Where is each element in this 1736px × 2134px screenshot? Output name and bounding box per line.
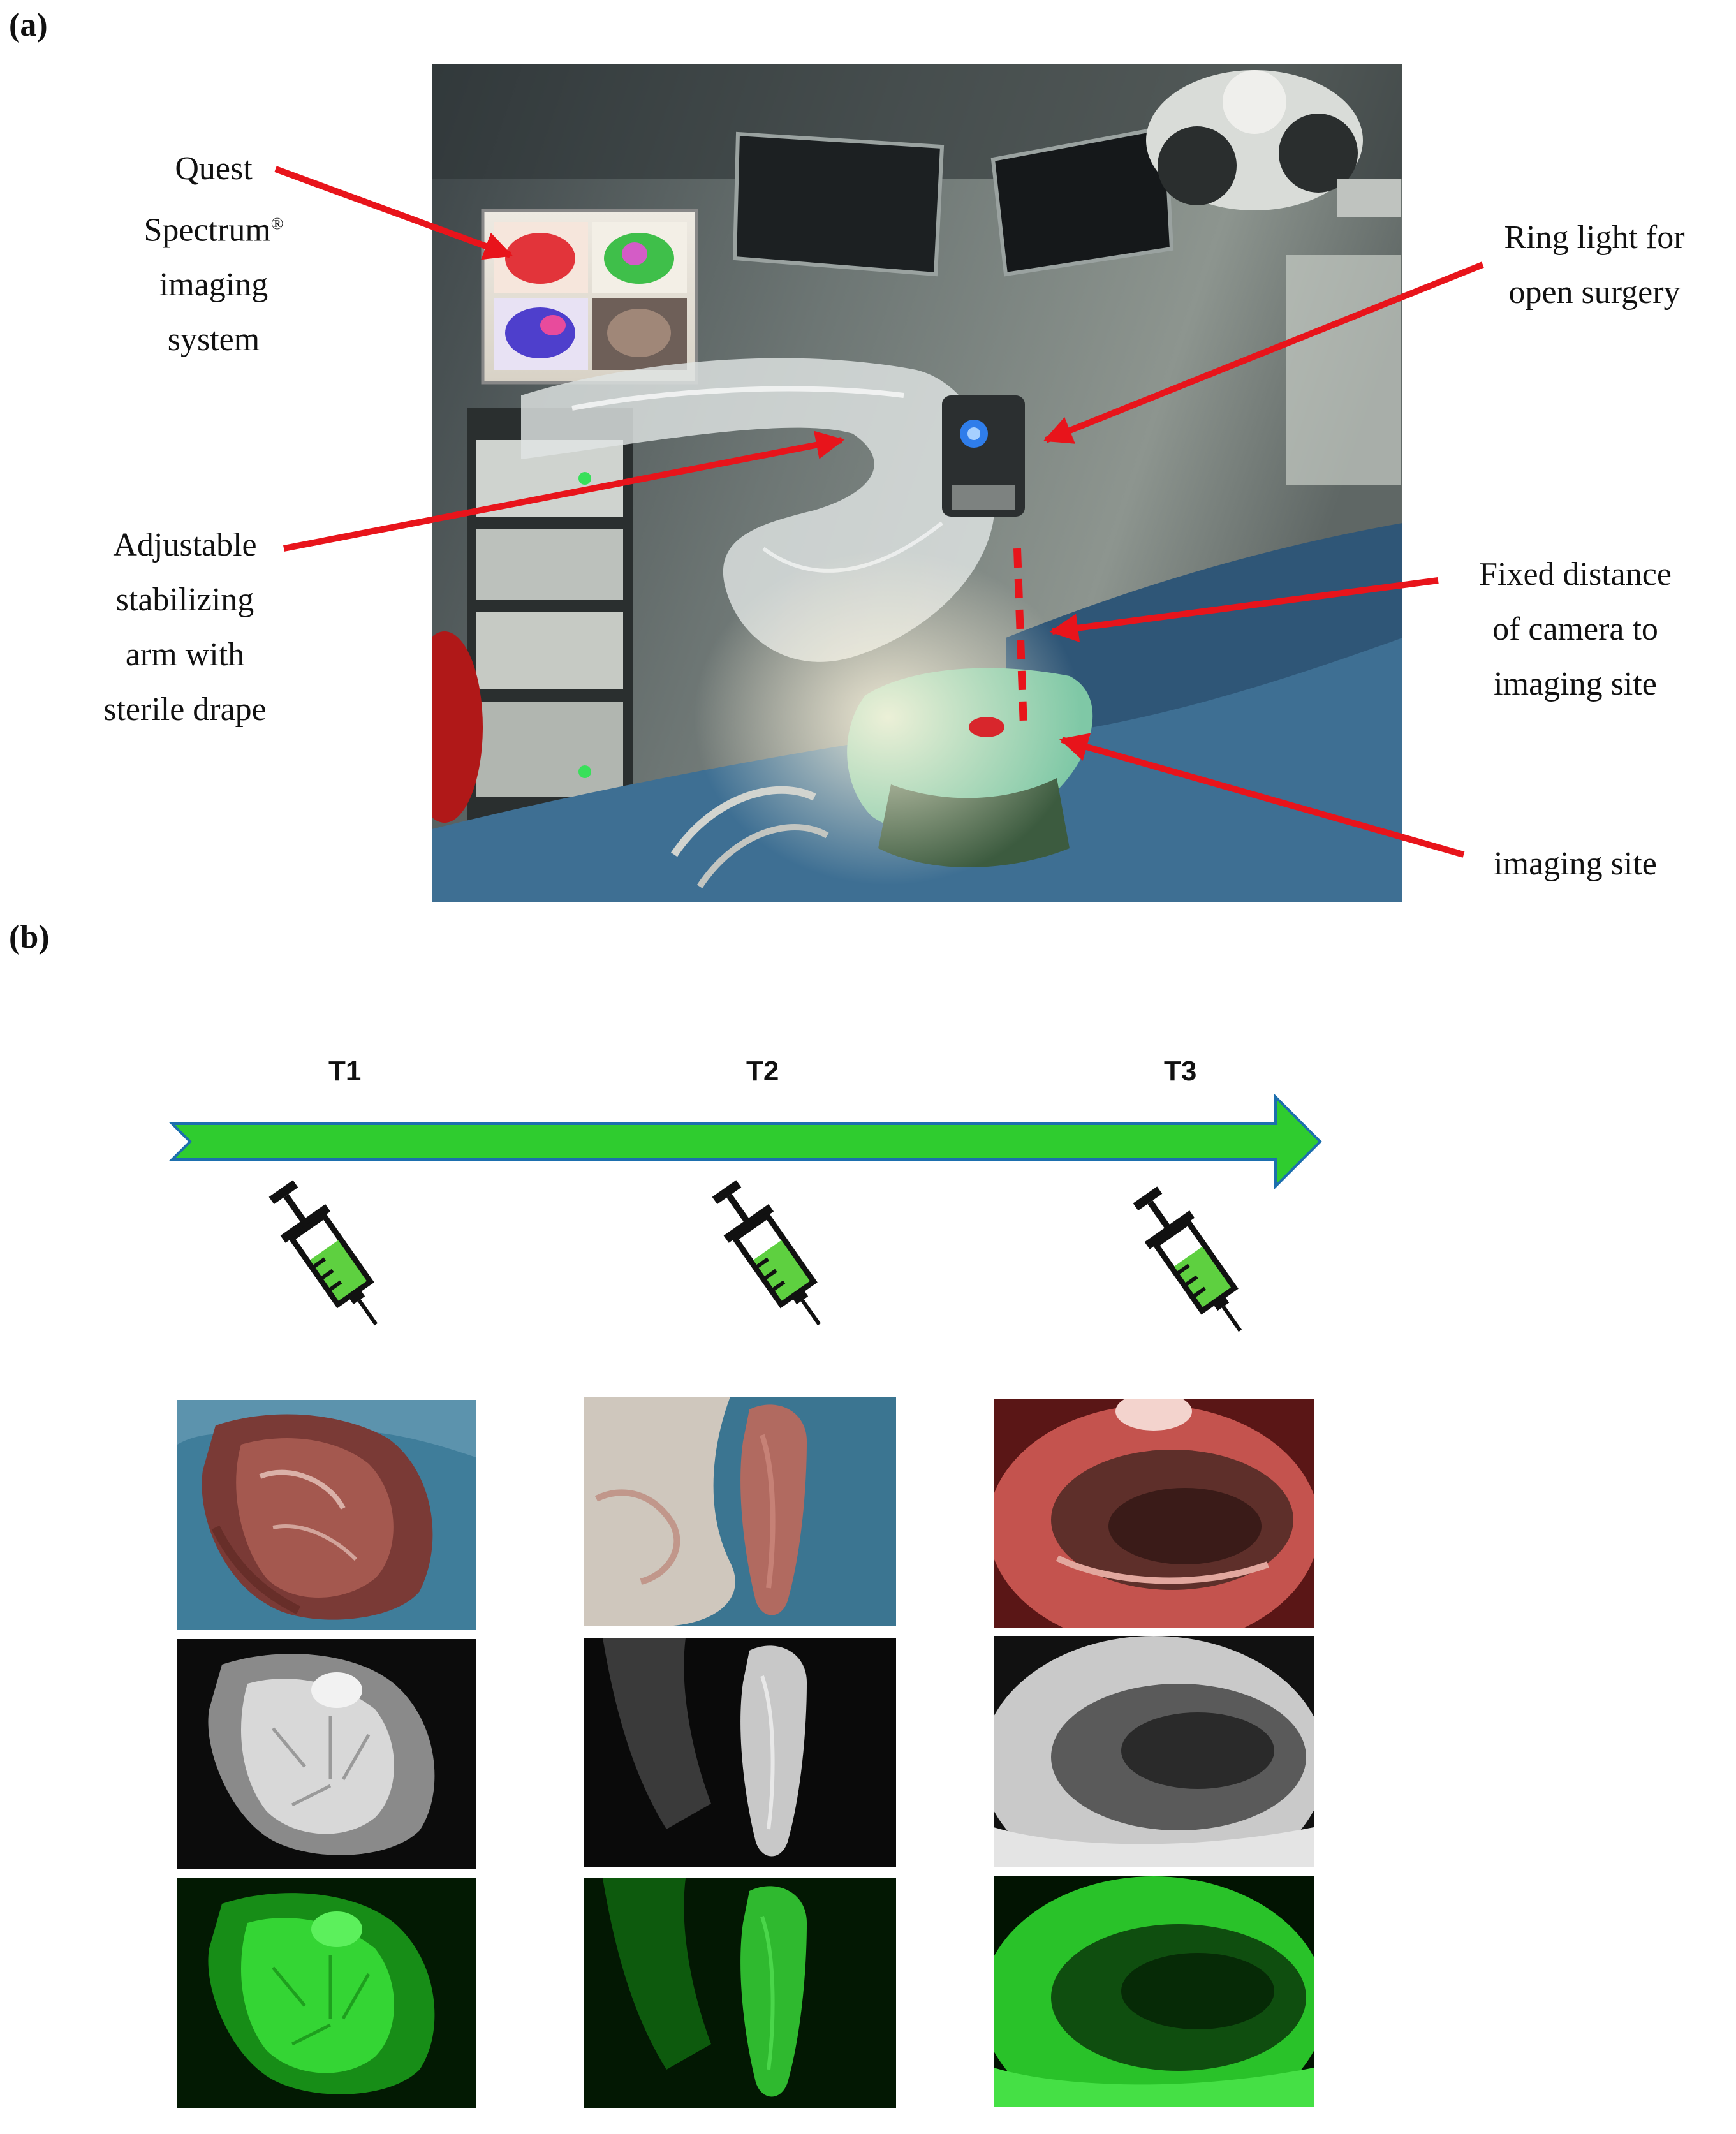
timeline-arrow <box>169 1094 1322 1189</box>
t2-grayscale-image <box>584 1638 896 1867</box>
t2-color-image <box>584 1397 896 1626</box>
callout-line: sterile drape <box>103 691 267 728</box>
dashed-distance-line <box>1013 548 1027 728</box>
t2-fluorescence-image <box>584 1878 896 2108</box>
callout-arrows <box>274 166 1484 858</box>
timepoint-t3-label: T3 <box>1164 1056 1197 1087</box>
callout-line: system <box>167 321 260 358</box>
syringe-icon <box>1133 1186 1242 1332</box>
callout-line: imaging site <box>1494 666 1657 702</box>
arrow-quest <box>274 166 513 260</box>
arrow-arm <box>283 430 845 552</box>
callout-line: Quest <box>175 151 253 187</box>
callout-line: Fixed distance <box>1479 556 1672 592</box>
t1-color-image <box>177 1400 476 1630</box>
registered-mark: ® <box>270 214 284 233</box>
timepoint-t1-label: T1 <box>328 1056 362 1087</box>
arrow-site <box>1059 733 1465 858</box>
callout-line: stabilizing <box>115 582 254 618</box>
arrow-ring <box>1043 261 1484 444</box>
callout-line: Spectrum® <box>89 196 338 258</box>
panel-a-label: (a) <box>9 7 48 43</box>
callout-line: of camera to <box>1492 611 1658 647</box>
callout-line: imaging site <box>1494 846 1657 882</box>
t3-color-image <box>994 1399 1314 1628</box>
t1-fluorescence-image <box>177 1878 476 2108</box>
t3-fluorescence-image <box>994 1876 1314 2107</box>
panel-b-label: (b) <box>9 919 50 955</box>
timepoint-t2-label: T2 <box>746 1056 779 1087</box>
callout-line: Adjustable <box>113 527 257 563</box>
callout-fixed-distance: Fixed distance of camera to imaging site <box>1429 547 1722 712</box>
t1-grayscale-image <box>177 1639 476 1869</box>
callout-ring-light: Ring light for open surgery <box>1454 210 1735 320</box>
callout-word: Spectrum <box>143 212 271 249</box>
syringe-icon <box>712 1180 821 1326</box>
arrow-fixed <box>1049 577 1439 642</box>
callout-line: imaging <box>159 267 268 304</box>
operating-room-photo <box>432 64 1402 902</box>
callout-stabilizing-arm: Adjustable stabilizing arm with sterile … <box>51 518 319 737</box>
callout-imaging-site: imaging site <box>1448 837 1703 892</box>
callout-line: Ring light for <box>1504 219 1685 256</box>
syringe-icon <box>268 1180 378 1326</box>
t3-grayscale-image <box>994 1636 1314 1867</box>
callout-line: arm with <box>125 637 245 673</box>
callout-line: open surgery <box>1508 274 1681 311</box>
callout-quest-spectrum: Quest Spectrum® imaging system <box>89 142 338 367</box>
